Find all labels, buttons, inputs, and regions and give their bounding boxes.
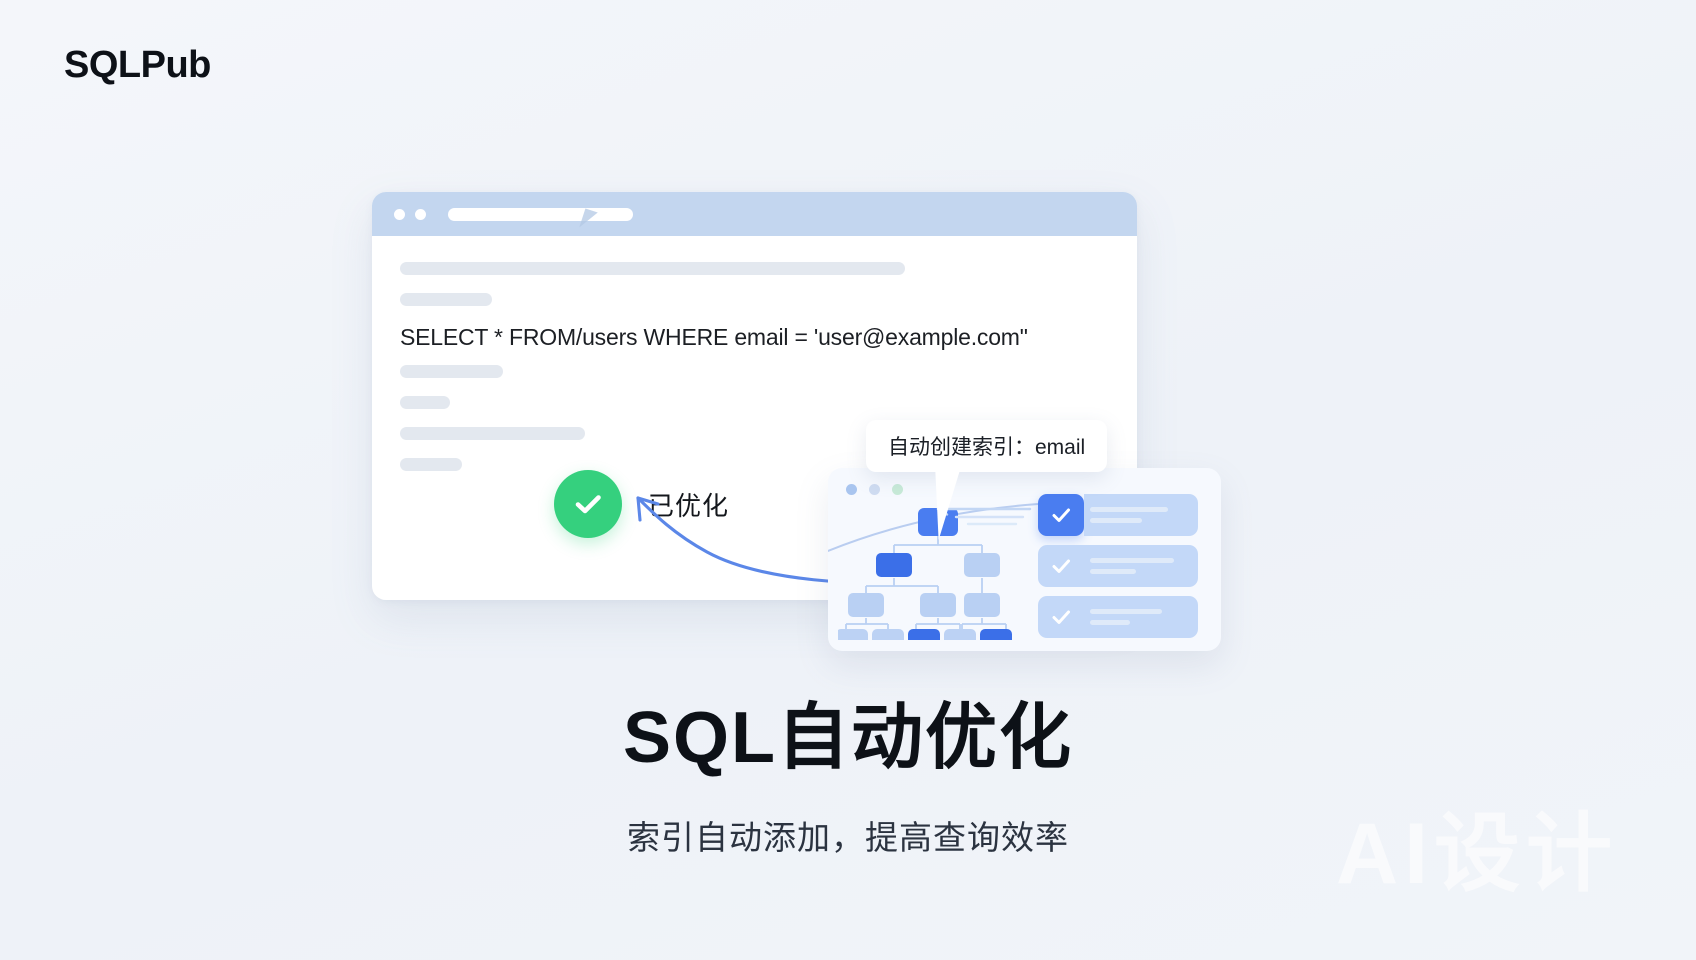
window-dot-icon-green bbox=[892, 484, 903, 495]
editor-body: SELECT * FROM/users WHERE email = 'user@… bbox=[372, 236, 1137, 600]
skeleton-line bbox=[400, 396, 450, 409]
sql-query-text: SELECT * FROM/users WHERE email = 'user@… bbox=[400, 324, 1028, 350]
card-text-line bbox=[1090, 609, 1162, 614]
tree-leaf-active bbox=[980, 629, 1012, 640]
bottom-watermark: AI设计 bbox=[1336, 806, 1618, 902]
window-dot-icon-1 bbox=[394, 208, 405, 220]
card-text-line bbox=[1090, 620, 1130, 625]
card-text-line bbox=[1090, 558, 1174, 563]
tree-leaf-active bbox=[908, 629, 940, 640]
check-icon bbox=[1038, 545, 1084, 587]
card-text-line bbox=[1090, 569, 1136, 574]
check-circle-icon bbox=[554, 470, 622, 538]
tree-leaf bbox=[872, 629, 904, 640]
checklist-card-body bbox=[1084, 545, 1198, 587]
skeleton-line bbox=[400, 458, 462, 471]
checklist-card[interactable] bbox=[1038, 596, 1198, 638]
tree-node-idle bbox=[964, 553, 1000, 577]
page-title: SQL自动优化 bbox=[622, 698, 1073, 778]
index-structure-panel bbox=[828, 468, 1221, 651]
index-checklist bbox=[1038, 494, 1198, 647]
optimization-status-label: 已优化 bbox=[648, 490, 730, 521]
skeleton-line bbox=[400, 365, 503, 378]
page-subtitle: 索引自动添加，提高查询效率 bbox=[627, 819, 1069, 856]
check-icon bbox=[1038, 596, 1084, 638]
window-dot-icon-blue bbox=[846, 484, 857, 495]
skeleton-line bbox=[400, 293, 492, 306]
checklist-card[interactable] bbox=[1038, 545, 1198, 587]
tree-node bbox=[964, 593, 1000, 617]
checklist-card-primary[interactable] bbox=[1038, 494, 1198, 536]
checklist-card-body bbox=[1084, 596, 1198, 638]
panel-connector-arrow-icon bbox=[936, 502, 1032, 526]
skeleton-line bbox=[400, 427, 585, 440]
optimization-status: 已优化 bbox=[554, 470, 729, 538]
tree-leaf bbox=[838, 629, 868, 640]
sql-editor-window: SELECT * FROM/users WHERE email = 'user@… bbox=[372, 192, 1137, 600]
tree-leaf bbox=[944, 629, 976, 640]
editor-titlebar bbox=[372, 192, 1137, 236]
panel-window-controls bbox=[846, 484, 903, 495]
tree-node bbox=[920, 593, 956, 617]
skeleton-line bbox=[400, 262, 905, 275]
brand-logo: SQLPub bbox=[64, 44, 211, 86]
auto-index-tooltip-label: 自动创建索引：email bbox=[888, 436, 1086, 459]
headline-block: SQL自动优化 索引自动添加，提高查询效率 bbox=[0, 678, 1696, 859]
address-bar[interactable] bbox=[448, 207, 633, 221]
auto-index-tooltip: 自动创建索引：email bbox=[866, 420, 1108, 540]
card-text-line bbox=[1090, 507, 1168, 512]
checklist-card-body bbox=[1084, 494, 1198, 536]
card-text-line bbox=[1090, 518, 1142, 523]
tree-node-active bbox=[876, 553, 912, 577]
check-icon bbox=[1038, 494, 1084, 536]
window-dot-icon-2 bbox=[415, 208, 426, 220]
window-dot-icon-light bbox=[869, 484, 880, 495]
tree-node bbox=[848, 593, 884, 617]
